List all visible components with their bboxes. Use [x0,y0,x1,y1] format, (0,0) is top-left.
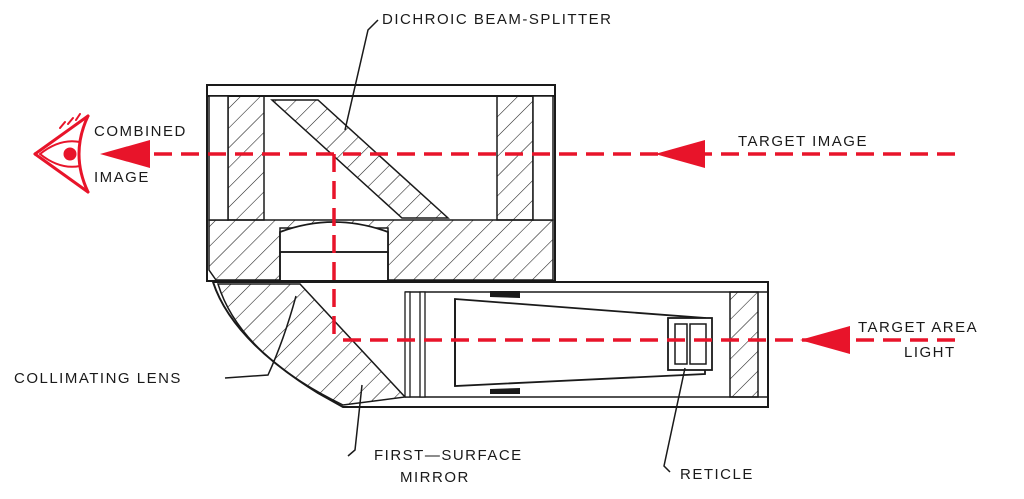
right-wall [532,95,554,221]
tube-divider-right [419,291,426,398]
first-surface-mirror [216,283,407,406]
label-target-image: TARGET IMAGE [738,133,868,150]
left-wall [208,95,229,221]
eye-icon [33,113,90,194]
label-first-surface-2: MIRROR [400,469,470,486]
arrow-target-image [655,140,705,168]
arrow-combined-image [100,140,150,168]
label-target-area-2: LIGHT [904,344,956,361]
label-combined-image-2: IMAGE [94,169,150,186]
arrow-target-area-light [800,326,850,354]
label-target-area-1: TARGET AREA [858,319,978,336]
label-dichroic-beam-splitter: DICHROIC BEAM-SPLITTER [382,11,613,28]
lower-right-window [729,291,759,398]
leader-lines [224,19,686,473]
label-reticle: RETICLE [680,466,754,483]
left-window [227,95,265,221]
tube-divider-left [404,291,411,398]
label-collimating-lens: COLLIMATING LENS [14,370,182,387]
optical-rays [110,152,955,342]
label-first-surface-1: FIRST—SURFACE [374,447,523,464]
right-window [496,95,534,221]
light-pipe [454,291,706,394]
dichroic-beam-splitter [270,99,450,219]
label-combined-image-1: COMBINED [94,123,187,140]
reticle [667,317,713,371]
